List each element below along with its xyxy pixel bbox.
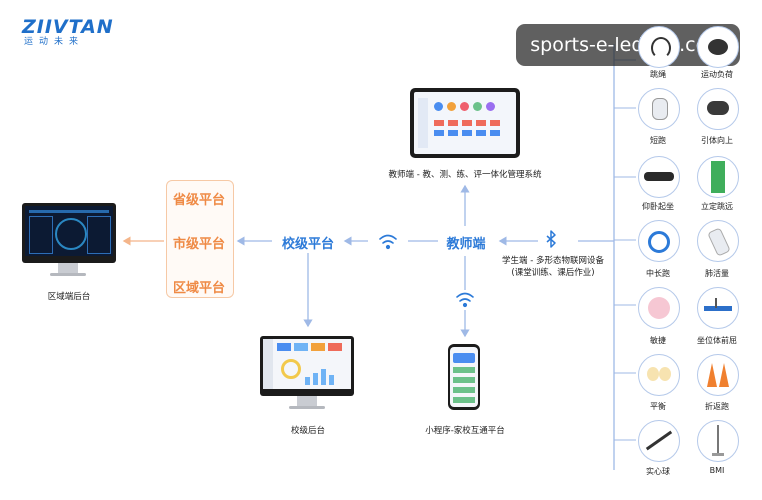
district-platform-label: 区域平台	[172, 281, 226, 296]
device-label: 跳绳	[650, 70, 666, 79]
device-label: 仰卧起坐	[642, 202, 674, 211]
device-label: 引体向上	[701, 136, 733, 145]
province-platform-label: 省级平台	[172, 193, 226, 208]
teacher-system-label: 教师端 - 教、测、练、评一体化管理系统	[388, 170, 542, 180]
brand-logo: ZIIVTAN	[22, 16, 114, 38]
device-label: 肺活量	[705, 269, 729, 278]
district-monitor-stand	[58, 263, 78, 273]
sit-up-band-icon	[638, 156, 680, 198]
wifi-icon	[456, 292, 474, 308]
school-monitor-base	[289, 406, 325, 409]
solid-ball-icon	[638, 420, 680, 462]
district-monitor-image	[22, 203, 116, 263]
load-monitor-icon	[697, 26, 739, 68]
wifi-icon	[379, 234, 397, 250]
student-devices-label: 学生端 - 多形态物联网设备	[502, 256, 604, 266]
sit-reach-icon	[697, 287, 739, 329]
device-label: 立定跳远	[701, 202, 733, 211]
device-label: 折返跑	[705, 402, 729, 411]
wristband-icon	[638, 220, 680, 262]
spirometer-icon	[697, 220, 739, 262]
school-platform-label: 校级平台	[281, 237, 335, 252]
device-label: 运动负荷	[701, 70, 733, 79]
school-monitor-stand	[297, 396, 317, 406]
city-platform-label: 市级平台	[172, 237, 226, 252]
mini-program-label: 小程序-家校互通平台	[425, 426, 505, 436]
sprint-sensor-icon	[638, 88, 680, 130]
jump-rope-icon	[638, 26, 680, 68]
long-jump-mat-icon	[697, 156, 739, 198]
balance-pad-icon	[638, 354, 680, 396]
student-devices-sublabel: (课堂训练、课后作业)	[511, 268, 595, 278]
device-label: BMI	[709, 466, 725, 475]
device-label: 短跑	[650, 136, 666, 145]
device-label: 敏捷	[650, 336, 666, 345]
device-label: 中长跑	[646, 269, 670, 278]
device-label: 坐位体前屈	[697, 336, 737, 345]
cone-icon	[697, 354, 739, 396]
mini-program-phone-image	[448, 344, 480, 410]
district-backend-label: 区域端后台	[47, 292, 91, 302]
teacher-tablet-image	[410, 88, 520, 158]
school-backend-label: 校级后台	[290, 426, 326, 436]
brand-tagline: 运动未来	[24, 37, 85, 47]
regional-platform-group	[166, 180, 234, 298]
device-label: 平衡	[650, 402, 666, 411]
bluetooth-icon	[546, 230, 556, 248]
pull-up-sensor-icon	[697, 88, 739, 130]
device-label: 实心球	[646, 467, 670, 476]
height-scale-icon	[697, 420, 739, 462]
teacher-label: 教师端	[446, 237, 486, 252]
agility-pad-icon	[638, 287, 680, 329]
school-monitor-image	[260, 336, 354, 396]
district-monitor-base	[50, 273, 86, 276]
